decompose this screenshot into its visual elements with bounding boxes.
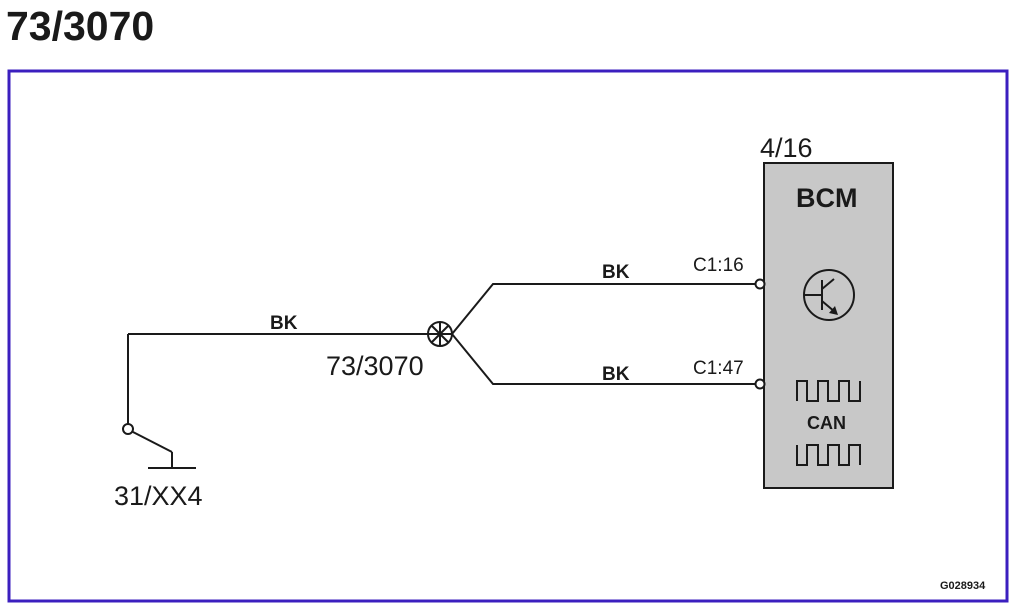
pin-c1-47 [754,378,766,390]
diagram-frame [7,69,1009,603]
wire-top-color: BK [602,262,630,283]
can-label: CAN [807,413,846,433]
can-high-waveform-icon [796,380,861,402]
ground-label: 31/XX4 [114,481,203,511]
connector-top-label: C1:16 [693,255,744,276]
wire-left-color: BK [270,313,298,334]
wire-bottom-color: BK [602,364,630,385]
splice-label: 73/3070 [326,351,424,381]
connector-bottom-label: C1:47 [693,358,744,379]
wire-top [451,283,756,335]
figure-code: G028934 [940,580,986,592]
splice-symbol [427,321,453,347]
module-name: BCM [796,183,858,213]
page-title: 73/3070 [6,3,155,49]
module-number: 4/16 [760,133,813,163]
can-low-waveform-icon [796,444,861,466]
pin-c1-16 [754,278,766,290]
ground-symbol [122,334,196,469]
bcm-module [763,162,894,489]
wire-bottom [451,333,756,385]
transistor-icon [803,269,855,321]
